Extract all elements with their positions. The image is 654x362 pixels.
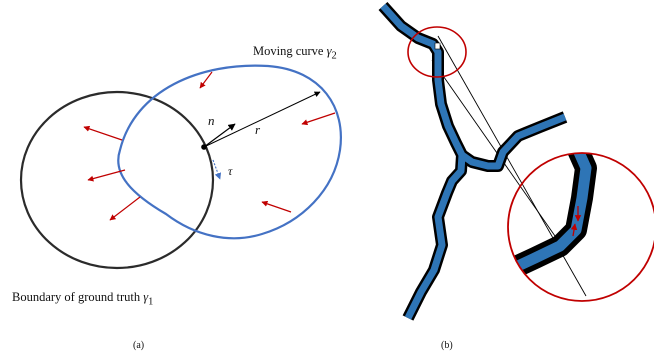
- normal-symbol: n: [208, 113, 215, 128]
- ground-truth-boundary-curve: [19, 90, 215, 270]
- panel-b-diagram: [378, 1, 654, 321]
- panel-b-caption: (b): [441, 340, 453, 351]
- zoom-connector-line: [431, 59, 556, 237]
- ground-truth-label-text: Boundary of ground truth: [12, 290, 141, 304]
- force-arrows: [83, 71, 336, 221]
- force-arrow: [301, 112, 336, 126]
- force-arrow: [83, 125, 123, 141]
- panel-a-caption: (a): [133, 340, 145, 351]
- highlight-marker: [434, 42, 441, 50]
- radius-symbol: r: [255, 122, 261, 137]
- zoom-force-arrow: [570, 223, 578, 237]
- highlight-circle: [407, 26, 467, 78]
- panel-a-diagram: [19, 64, 342, 270]
- ground-truth-symbol: γ: [143, 290, 149, 304]
- moving-curve: [117, 64, 342, 240]
- tangent-vector-arrow: [212, 159, 222, 180]
- ground-truth-subscript: 1: [148, 296, 154, 308]
- force-arrow: [109, 196, 141, 221]
- normal-vector-arrow: [203, 123, 236, 148]
- force-arrow: [87, 169, 126, 182]
- tangent-symbol: τ: [228, 164, 233, 178]
- moving-curve-label: Moving curve γ2: [253, 44, 337, 62]
- zoom-view: [508, 153, 597, 282]
- moving-curve-label-text: Moving curve: [253, 44, 324, 58]
- moving-curve-symbol: γ: [326, 44, 332, 58]
- force-arrow: [199, 71, 213, 89]
- ground-truth-label: Boundary of ground truth γ1: [12, 290, 153, 308]
- moving-curve-subscript: 2: [331, 50, 337, 62]
- radius-vector-arrow: [203, 91, 321, 148]
- vessel-fill: [380, 3, 567, 320]
- force-arrow: [261, 200, 292, 213]
- zoom-circle: [507, 152, 654, 302]
